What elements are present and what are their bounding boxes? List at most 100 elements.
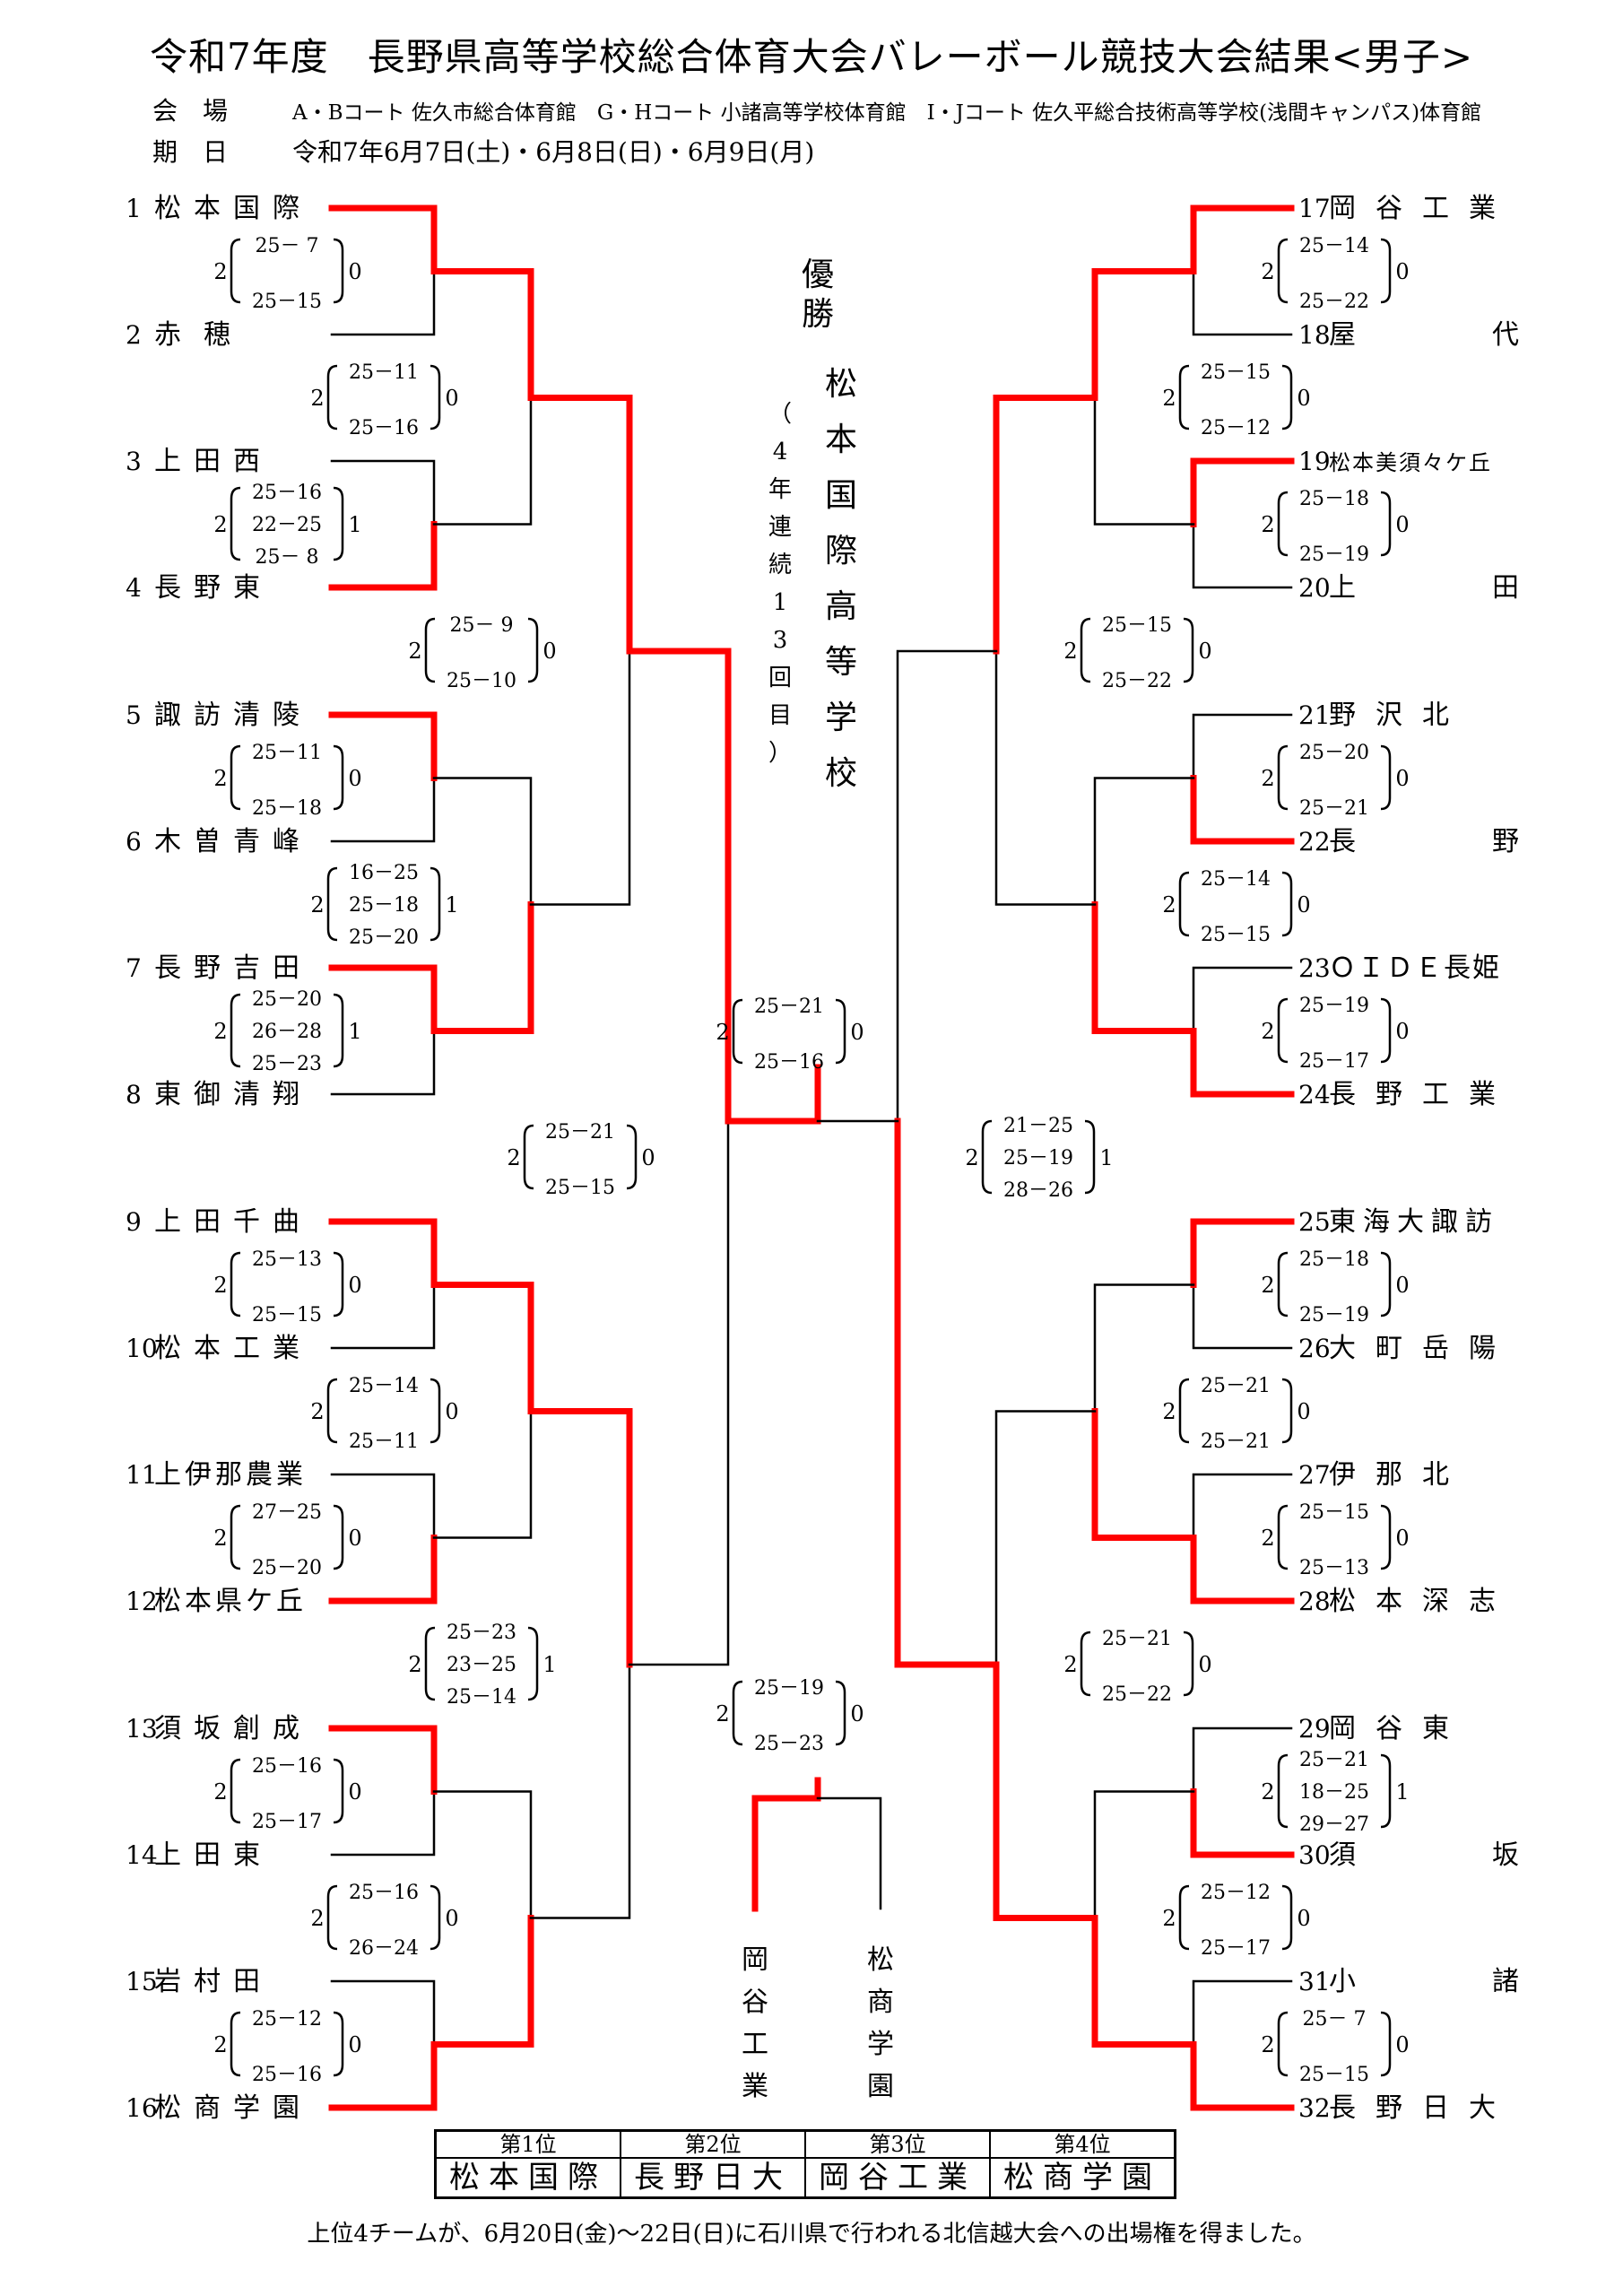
sets-lost: 0 <box>445 1906 458 1931</box>
set-score: 25－ 9 <box>450 614 514 637</box>
left-r2-loser-line <box>432 1410 533 1539</box>
team-name: 上田千曲 <box>154 1206 312 1238</box>
sets-won: 2 <box>716 1701 729 1726</box>
team-name: 松本深志 <box>1329 1586 1515 1617</box>
team-name: 野沢北 <box>1329 700 1469 731</box>
score-bracket-left <box>1178 1884 1190 1951</box>
team-number: 15 <box>126 1967 158 1996</box>
left-r2-loser-line <box>432 1790 533 1919</box>
team-number: 4 <box>126 573 142 603</box>
sets-lost: 1 <box>1395 1779 1409 1805</box>
sets-won: 2 <box>408 1652 421 1677</box>
score-bracket-left <box>230 1251 241 1318</box>
set-score: 25－11 <box>252 742 322 764</box>
sets-won: 2 <box>507 1145 520 1170</box>
score-bracket-left <box>1178 871 1190 937</box>
set-score: 25－21 <box>1102 1628 1172 1650</box>
sets-won: 2 <box>213 512 227 537</box>
champion-note-char: 4 <box>773 439 788 465</box>
rank-2-label: 第2位 <box>620 2129 806 2159</box>
set-score: 28－26 <box>1003 1179 1073 1202</box>
team-name: 赤穂 <box>154 319 253 351</box>
team-number: 13 <box>126 1714 158 1744</box>
set-score: 25－20 <box>252 988 322 1011</box>
sets-won: 2 <box>1261 766 1274 791</box>
left-r2-loser-line <box>432 777 533 906</box>
set-score: 25－22 <box>1299 291 1369 313</box>
sets-lost: 0 <box>1395 1526 1409 1551</box>
champion-note-char: （ <box>768 401 792 428</box>
sets-lost: 1 <box>1099 1145 1113 1170</box>
set-score: 25－19 <box>1299 1304 1369 1326</box>
set-score: 25－21 <box>1201 1431 1271 1453</box>
right-r1-winner-line <box>1190 1028 1295 1098</box>
score-bracket-right <box>1281 1378 1293 1444</box>
score-bracket-right <box>1380 2011 1392 2077</box>
set-score: 25－15 <box>1102 614 1172 637</box>
left-r1-winner-line <box>328 2041 438 2111</box>
set-score: 25－15 <box>1299 1501 1369 1524</box>
team-name: 東御清翔 <box>154 1079 312 1110</box>
champion-name-char: 等 <box>825 644 857 681</box>
sets-lost: 0 <box>348 1526 361 1551</box>
set-score: 25－16 <box>252 482 322 504</box>
score-bracket-right <box>626 1124 638 1190</box>
set-score: 25－17 <box>1201 1937 1271 1960</box>
champion-name-char: 高 <box>825 588 857 625</box>
set-score: 25－16 <box>754 1051 824 1074</box>
left-r1-winner-line <box>328 204 438 274</box>
left-semifinal-loser-line <box>628 1119 730 1666</box>
right-semifinal-winner-line <box>894 1118 1000 1668</box>
sets-lost: 0 <box>1297 1399 1310 1424</box>
left-r3-loser-line <box>529 1663 631 1919</box>
set-score: 25－18 <box>252 797 322 820</box>
sets-lost: 0 <box>445 1399 458 1424</box>
score-bracket-right <box>430 364 441 430</box>
sets-lost: 0 <box>1198 1652 1211 1677</box>
score-bracket-right <box>430 866 441 942</box>
team-name: 小諸 <box>1329 1966 1623 1997</box>
rank-4-team: 松商学園 <box>989 2157 1176 2199</box>
set-score: 25－11 <box>349 361 419 384</box>
sets-lost: 0 <box>1297 892 1310 918</box>
score-bracket-right <box>333 993 344 1068</box>
set-score: 25－16 <box>349 1882 419 1904</box>
rank-4-label: 第4位 <box>989 2129 1176 2159</box>
team-name: 屋代 <box>1329 319 1623 351</box>
sets-lost: 1 <box>542 1652 556 1677</box>
score-bracket-left <box>1277 2011 1289 2077</box>
sets-won: 2 <box>716 1020 729 1045</box>
score-bracket-left <box>1277 491 1289 557</box>
score-bracket-left <box>326 866 338 942</box>
sets-won: 2 <box>310 1906 324 1931</box>
sets-lost: 0 <box>1395 2032 1409 2057</box>
score-bracket-left <box>732 998 743 1065</box>
sets-won: 2 <box>1162 892 1176 918</box>
score-bracket-right <box>1183 1631 1194 1697</box>
champion-name-char: 松 <box>825 366 857 403</box>
team-number: 23 <box>1298 953 1331 983</box>
set-score: 25－18 <box>1299 488 1369 510</box>
set-score: 25－14 <box>1201 868 1271 891</box>
team-number: 16 <box>126 2093 158 2123</box>
sets-won: 2 <box>213 2032 227 2057</box>
set-score: 25－21 <box>545 1121 615 1144</box>
third-place-right-team-char: 園 <box>867 2071 894 2102</box>
left-r1-winner-line <box>328 521 438 591</box>
venue-text: A・Bコート 佐久市総合体育館 G・Hコート 小諸高等学校体育館 I・Jコート … <box>292 101 1482 125</box>
sets-won: 2 <box>213 1019 227 1044</box>
score-bracket-right <box>1380 997 1392 1064</box>
set-score: 25－14 <box>349 1375 419 1397</box>
sets-won: 2 <box>310 386 324 411</box>
score-bracket-right <box>430 1378 441 1444</box>
right-r1-winner-line <box>1190 204 1295 274</box>
set-score: 25－15 <box>252 291 322 313</box>
right-r1-loser-line <box>1192 1283 1293 1350</box>
team-number: 3 <box>126 447 142 476</box>
set-score: 25－20 <box>349 926 419 949</box>
left-r3-winner-line <box>527 1408 633 1668</box>
sets-won: 2 <box>1063 1652 1077 1677</box>
score-bracket-right <box>1183 617 1194 683</box>
